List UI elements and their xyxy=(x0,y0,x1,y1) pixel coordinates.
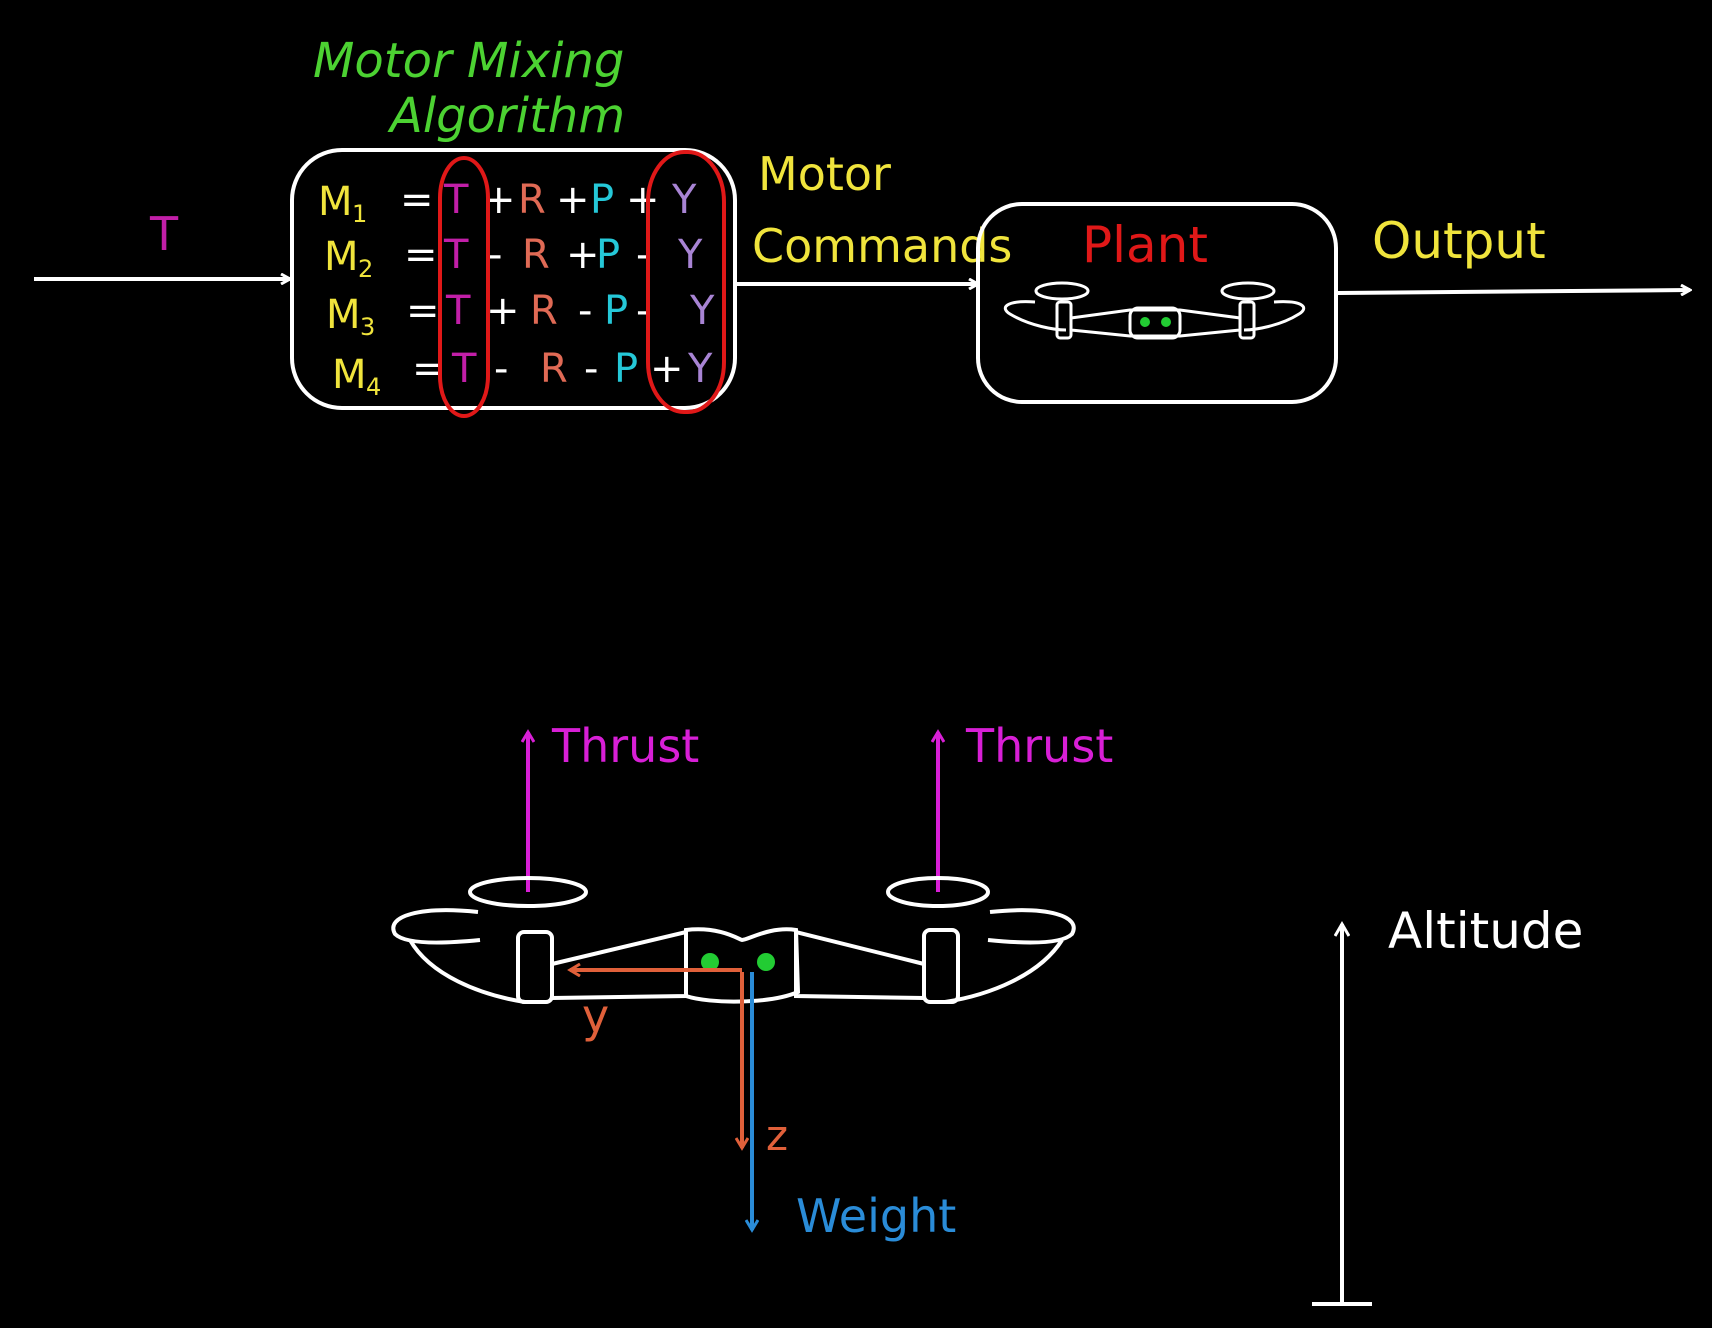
plant-label: Plant xyxy=(1082,216,1208,274)
eq3-op1: + xyxy=(486,288,520,334)
eq4-op3: + xyxy=(650,346,684,392)
eq3-p: P xyxy=(604,288,628,334)
eq3-y: Y xyxy=(689,288,715,334)
eq1-r: R xyxy=(518,177,546,223)
eq4-lhs: M xyxy=(332,352,367,398)
commands-label-line1: Motor xyxy=(758,147,891,201)
drone-body xyxy=(391,876,1076,1004)
eq4-t: T xyxy=(451,346,477,392)
motor-right xyxy=(922,928,960,1004)
commands-label-line2: Commands xyxy=(752,219,1012,273)
weight-label: Weight xyxy=(796,1189,956,1243)
eq3-equals: = xyxy=(406,288,440,334)
eq2-r: R xyxy=(522,232,550,278)
eq4-r: R xyxy=(540,346,568,392)
eq2-op2: + xyxy=(566,232,600,278)
eq2-lhs: M xyxy=(324,234,359,280)
drone-eye-left xyxy=(701,953,719,971)
eq3-sub: 3 xyxy=(360,313,375,341)
eq3-lhs: M xyxy=(326,292,361,338)
eq4-y: Y xyxy=(687,346,713,392)
propeller-left-outer xyxy=(391,908,481,945)
eq2-sub: 2 xyxy=(358,255,373,283)
plant-drone-icon xyxy=(1003,281,1306,340)
mixer-title-line1: Motor Mixing xyxy=(313,33,624,89)
eq1-y: Y xyxy=(671,177,697,223)
eq2-t: T xyxy=(443,232,469,278)
eq2-equals: = xyxy=(404,232,438,278)
y-column-highlight xyxy=(646,150,726,414)
plant-box xyxy=(976,202,1338,404)
plant-drone-eye-left xyxy=(1140,317,1150,327)
eq3-t: T xyxy=(445,288,471,334)
eq1-op2: + xyxy=(556,177,590,223)
eq1-t: T xyxy=(443,177,469,223)
eq1-equals: = xyxy=(400,177,434,223)
equation-row-4: M 4 = T - R - P + Y xyxy=(332,346,713,401)
input-label: T xyxy=(149,207,179,261)
altitude-label: Altitude xyxy=(1388,902,1583,960)
arm-left-curve xyxy=(408,938,526,1004)
z-axis-label: z xyxy=(766,1111,788,1160)
t-column-highlight xyxy=(438,156,490,418)
output-label: Output xyxy=(1372,212,1546,270)
eq4-sub: 4 xyxy=(366,373,381,401)
eq2-op1: - xyxy=(488,232,502,278)
arm-right-curve xyxy=(944,938,1064,1004)
body-center xyxy=(684,927,801,1004)
mixer-title-line2: Algorithm xyxy=(387,88,625,144)
drone-eye-right xyxy=(757,953,775,971)
eq4-op1: - xyxy=(494,346,508,392)
eq1-op3: + xyxy=(626,177,660,223)
equation-row-2: M 2 = T - R + P - Y xyxy=(324,232,703,283)
motor-left xyxy=(516,930,554,1004)
eq2-y: Y xyxy=(677,232,703,278)
propeller-left-top xyxy=(468,876,588,908)
eq4-p: P xyxy=(614,346,638,392)
eq4-op2: - xyxy=(584,346,598,392)
plant-drone-eye-right xyxy=(1161,317,1171,327)
equation-row-1: M 1 = T + R + P + Y xyxy=(318,177,697,228)
eq1-p: P xyxy=(590,177,614,223)
output-arrow xyxy=(1337,290,1690,293)
propeller-right-outer xyxy=(987,908,1076,945)
equation-row-3: M 3 = T + R - P - Y xyxy=(326,288,715,341)
thrust-label-right: Thrust xyxy=(965,719,1113,773)
thrust-label-left: Thrust xyxy=(551,719,699,773)
mixer-box xyxy=(290,148,737,410)
eq2-p: P xyxy=(596,232,620,278)
propeller-right-top xyxy=(886,876,990,908)
body-right-arm xyxy=(794,929,925,1000)
eq1-lhs: M xyxy=(318,179,353,225)
eq3-r: R xyxy=(530,288,558,334)
y-axis-label: y xyxy=(582,989,609,1043)
eq1-sub: 1 xyxy=(352,200,367,228)
body-left-arm xyxy=(551,929,688,1000)
eq3-op2: - xyxy=(578,288,592,334)
